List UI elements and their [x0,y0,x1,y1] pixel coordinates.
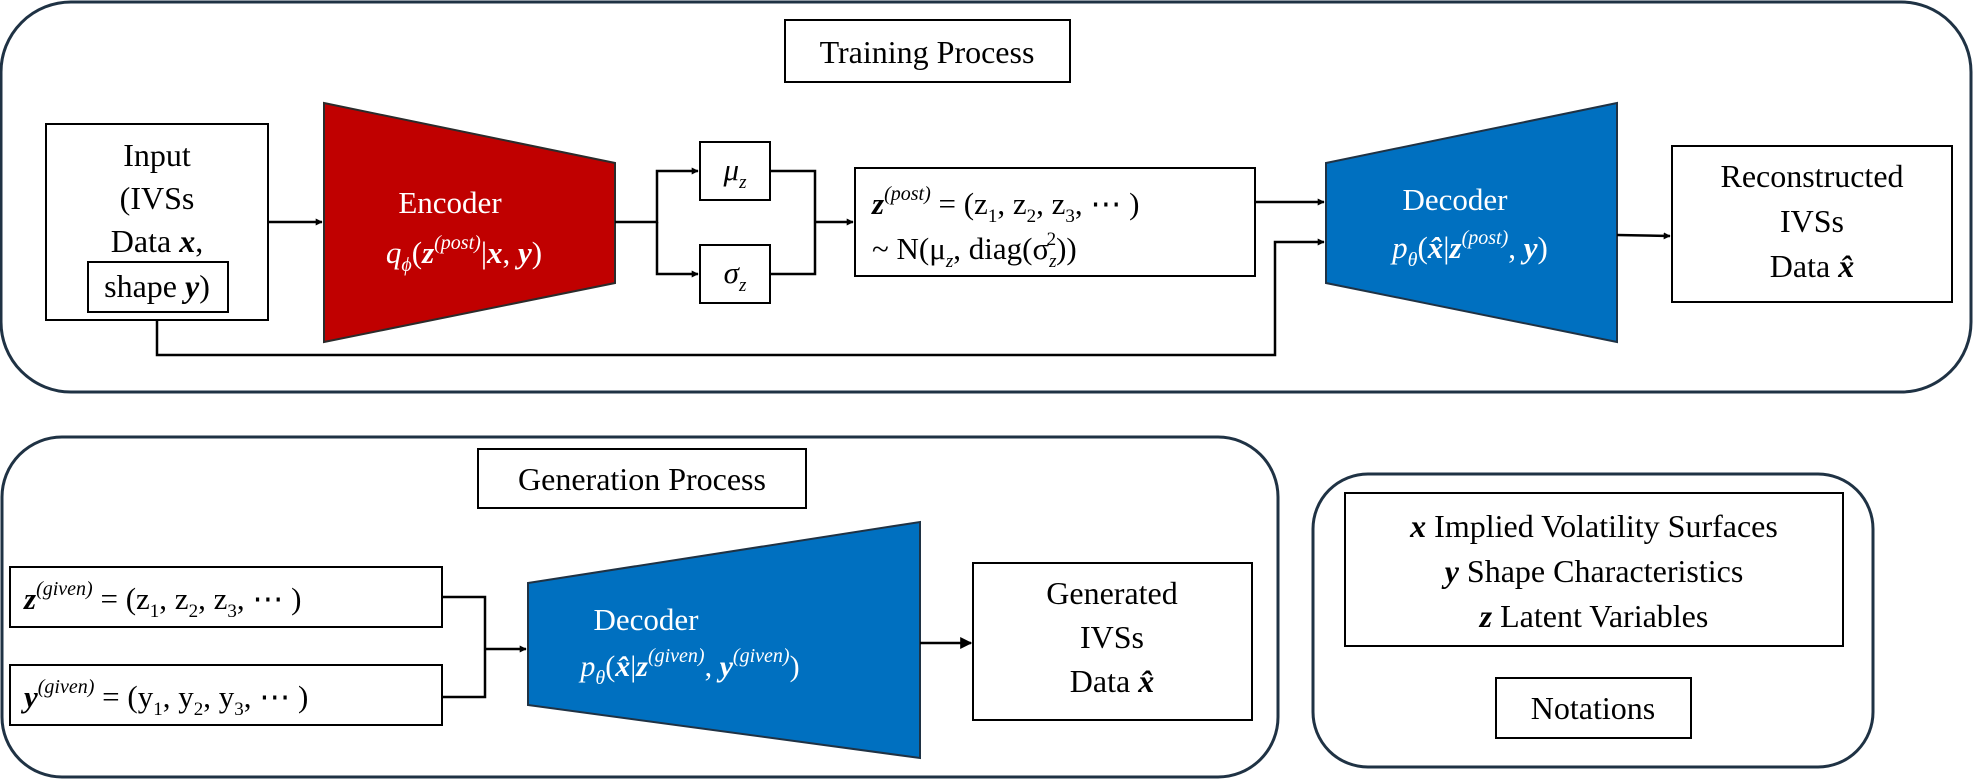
train-decoder-formula: pθ(x̂|z(post), y) [1390,227,1548,271]
y-given-box [9,664,443,726]
latent-post-box [854,167,1256,277]
notation-item-x: x Implied Volatility Surfaces [1409,508,1778,544]
gen-decoder-formula: pθ(x̂|z(given), y(given)) [578,645,799,689]
gen-decoder-label: Decoder [594,602,700,637]
encoder-shape [323,101,616,344]
arrow-decoder-reconstructed [1616,232,1671,240]
generation-title: Generation Process [518,461,766,497]
notations-title: Notations [1531,690,1655,726]
generated-line3: Data x̂ [1070,663,1154,699]
arrow-encoder-mu [615,167,699,224]
mu-symbol: μz [723,152,748,193]
generation-title-box [477,448,807,509]
generated-line1: Generated [1046,575,1177,611]
input-line2: (IVSs [120,180,195,216]
notation-item-z: z Latent Variables [1479,598,1709,634]
arrow-encoder-sigma [655,222,699,278]
notation-item-y: y Shape Characteristics [1441,553,1744,589]
latent-post-line2: ~ N(μz, diag(σz2)) [872,229,1077,272]
z-given-formula: z(given) = (z1, z2, z3, ⋯ ) [23,578,301,622]
notations-title-box [1495,677,1692,739]
training-title: Training Process [820,34,1035,70]
wire-y-given-merge [442,649,487,699]
wire-z-given-merge [442,595,487,649]
reconstructed-line1: Reconstructed [1720,158,1903,194]
reconstructed-box [1671,145,1953,303]
input-line3: Data x, [111,223,203,259]
input-line1: Input [123,137,191,173]
generated-line2: IVSs [1080,619,1144,655]
sigma-box [699,244,771,304]
train-decoder-label: Decoder [1403,182,1509,217]
reconstructed-line3: Data x̂ [1770,248,1854,284]
latent-post-line1: z(post) = (z1, z2, z3, ⋯ ) [871,183,1139,227]
train-decoder-shape [1325,101,1618,344]
reconstructed-line2: IVSs [1780,203,1844,239]
wire-sigma-merge [770,222,817,276]
input-line4: shape y) [104,268,210,304]
y-given-formula: y(given) = (y1, y2, y3, ⋯ ) [20,676,308,720]
gen-decoder-shape [527,520,921,760]
notations-list-box [1344,492,1844,647]
wire-mu-merge [770,169,817,222]
encoder-formula: qϕ(z(post)|x, y) [386,232,542,276]
shape-y-box [87,261,229,313]
encoder-label: Encoder [398,185,502,220]
training-title-box [784,19,1071,83]
generated-box [972,562,1253,721]
sigma-symbol: σz [724,255,747,296]
arrow-shape-y-decoder [155,238,1325,357]
